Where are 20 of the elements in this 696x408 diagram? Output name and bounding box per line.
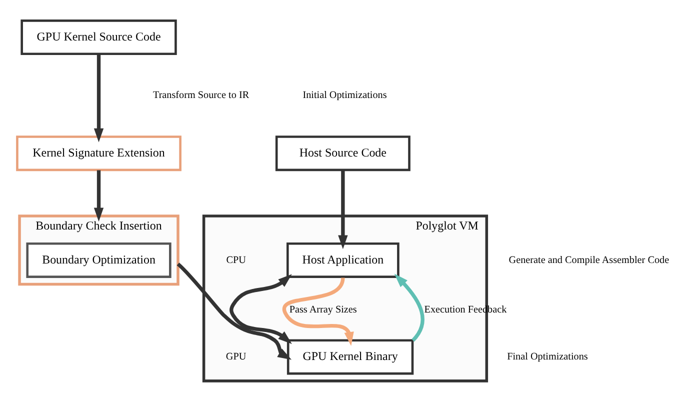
label: GPU <box>226 351 246 362</box>
node-box: Boundary Optimization <box>26 242 172 278</box>
label: CPU <box>226 254 246 266</box>
arrow <box>94 170 104 222</box>
label: Final Optimizations <box>507 351 588 362</box>
arrow <box>282 276 354 346</box>
label: Initial Optimizations <box>302 89 387 100</box>
arrow <box>230 274 292 344</box>
arrow <box>338 170 348 249</box>
node-box: GPU Kernel Source Code <box>20 19 177 54</box>
label: Transform Source to IR <box>152 89 250 100</box>
node-box: Host Source Code <box>275 135 410 171</box>
label: Generate and Compile Assembler Code <box>508 254 670 266</box>
edge-label: Pass Array Sizes <box>289 304 357 316</box>
arrow <box>176 262 292 360</box>
arrow <box>394 273 424 342</box>
node-box: GPU Kernel Binary <box>286 338 414 374</box>
node-box: Kernel Signature Extension <box>16 135 182 171</box>
arrow <box>94 54 104 142</box>
node-box: Host Application <box>286 242 400 278</box>
